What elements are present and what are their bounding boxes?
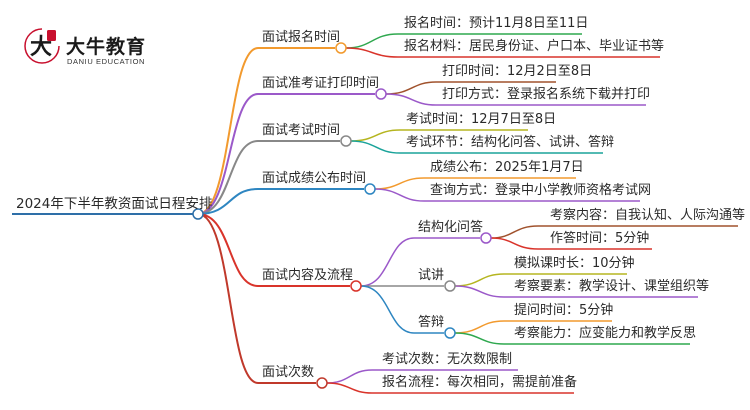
- connector-branch-1: [197, 47, 335, 215]
- leaf-4-2[interactable]: 查询方式：登录中小学教师资格考试网: [430, 183, 652, 198]
- branch-5-dot[interactable]: [350, 280, 362, 292]
- leaf-1-1[interactable]: 报名时间：预计11月8日至11日: [404, 16, 589, 31]
- connector-leaf-3-2: [350, 140, 603, 154]
- branch-2-dot[interactable]: [375, 88, 387, 100]
- connector-leaf-5-3-1: [454, 320, 612, 334]
- connector-branch-5: [197, 213, 350, 287]
- branch-3-dot[interactable]: [340, 135, 352, 147]
- leaf-5-1-1[interactable]: 考察内容：自我认知、人际沟通等: [550, 208, 746, 223]
- leaf-3-2[interactable]: 考试环节：结构化问答、试讲、答辩: [406, 135, 615, 150]
- sub-5-3-dot[interactable]: [444, 327, 456, 339]
- connector-leaf-6-2: [326, 382, 574, 394]
- branch-1-label[interactable]: 面试报名时间: [262, 30, 341, 45]
- connector-sub-5-1: [360, 237, 480, 287]
- connector-leaf-2-2: [385, 93, 646, 106]
- connector-leaf-2-1: [385, 81, 556, 95]
- branch-2-label[interactable]: 面试准考证打印时间: [262, 76, 380, 91]
- connector-branch-6: [197, 213, 316, 384]
- sub-5-3-label[interactable]: 答辩: [418, 315, 445, 330]
- branch-4-label[interactable]: 面试成绩公布时间: [262, 171, 367, 186]
- root-topic[interactable]: 2024年下半年教资面试日程安排: [16, 196, 213, 212]
- logo-mark-icon: 大: [24, 28, 60, 64]
- branch-6-label[interactable]: 面试次数: [262, 365, 315, 380]
- leaf-5-3-1[interactable]: 提问时间：5分钟: [514, 303, 614, 318]
- leaf-6-2[interactable]: 报名流程：每次相同，需提前准备: [382, 375, 578, 390]
- leaf-5-3-2[interactable]: 考察能力：应变能力和教学反思: [514, 326, 697, 341]
- branch-4-dot[interactable]: [364, 183, 376, 195]
- branch-6-dot[interactable]: [316, 377, 328, 389]
- leaf-5-2-2[interactable]: 考察要素：教学设计、课堂组织等: [514, 279, 710, 294]
- connector-leaf-5-2-2: [454, 285, 698, 298]
- connector-sub-5-3: [360, 285, 444, 334]
- logo-title: 大牛教育: [66, 36, 147, 58]
- connector-leaf-4-2: [374, 188, 640, 202]
- branch-5-label[interactable]: 面试内容及流程: [262, 268, 354, 283]
- branch-1-dot[interactable]: [335, 42, 347, 54]
- root-node-dot[interactable]: [192, 208, 204, 220]
- leaf-2-2[interactable]: 打印方式：登录报名系统下载并打印: [442, 87, 651, 102]
- connector-branch-3: [197, 140, 340, 215]
- logo: 大牛教育 DANIU EDUCATION: [22, 26, 172, 74]
- connector-leaf-1-2: [345, 47, 660, 58]
- svg-text:大: 大: [30, 34, 52, 60]
- branch-3-label[interactable]: 面试考试时间: [262, 123, 341, 138]
- leaf-5-1-2[interactable]: 作答时间：5分钟: [550, 231, 650, 246]
- leaf-4-1[interactable]: 成绩公布：2025年1月7日: [430, 160, 584, 175]
- connector-leaf-1-1: [345, 33, 582, 49]
- connector-leaf-5-2-1: [454, 273, 627, 287]
- connector-branch-2: [197, 93, 375, 215]
- leaf-5-2-1[interactable]: 模拟课时长：10分钟: [514, 256, 635, 271]
- connector-branch-4: [197, 188, 364, 215]
- leaf-2-1[interactable]: 打印时间：12月2日至8日: [442, 64, 593, 79]
- leaf-3-1[interactable]: 考试时间：12月7日至8日: [406, 112, 557, 127]
- leaf-6-1[interactable]: 考试次数：无次数限制: [382, 352, 513, 367]
- connector-leaf-5-1-2: [490, 237, 652, 250]
- connector-leaf-6-1: [326, 369, 518, 384]
- sub-5-1-dot[interactable]: [480, 232, 492, 244]
- connector-leaf-5-3-2: [454, 332, 690, 345]
- sub-5-2-dot[interactable]: [444, 280, 456, 292]
- connector-leaf-5-1-1: [490, 225, 738, 239]
- leaf-1-2[interactable]: 报名材料：居民身份证、户口本、毕业证书等: [404, 39, 665, 54]
- logo-subtitle: DANIU EDUCATION: [67, 57, 146, 66]
- sub-5-2-label[interactable]: 试讲: [418, 268, 445, 283]
- sub-5-1-label[interactable]: 结构化问答: [418, 220, 484, 235]
